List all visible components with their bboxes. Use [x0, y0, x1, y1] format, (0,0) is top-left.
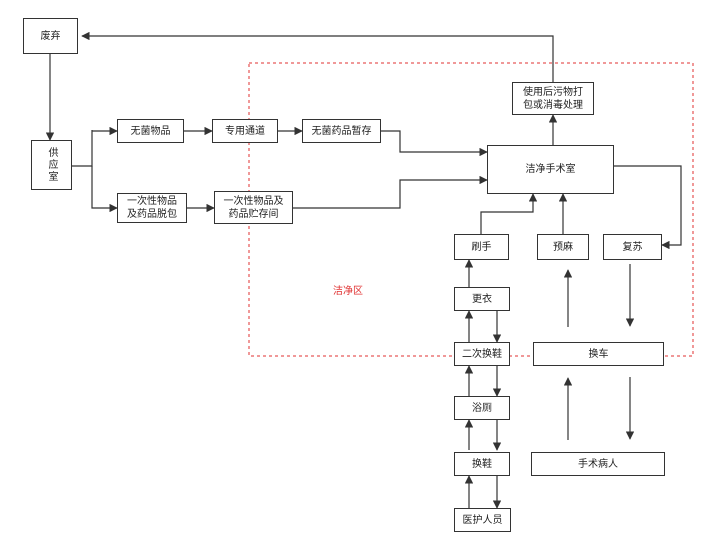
edge-store-to-or	[381, 130, 488, 157]
node-label: 医护人员	[462, 514, 503, 526]
node-used: 使用后污物打包或消毒处理	[512, 82, 594, 115]
edge-disposable-store-to-or	[293, 175, 488, 209]
node-label: 供应室	[46, 147, 57, 183]
node-label: 无菌药品暂存	[311, 125, 372, 137]
node-label: 预麻	[553, 241, 573, 253]
node-label: 洁净手术室	[525, 164, 576, 175]
node-sterile: 无菌物品	[117, 119, 184, 143]
node-supply: 供应室	[31, 140, 72, 190]
node-revive: 复苏	[603, 234, 662, 260]
node-second-shoes: 二次换鞋	[454, 342, 510, 366]
node-anesth: 预麻	[537, 234, 589, 260]
node-shower: 浴厕	[454, 396, 510, 420]
node-label: 复苏	[622, 241, 643, 253]
edge-or-to-revive	[614, 165, 682, 250]
node-channel: 专用通道	[212, 119, 278, 143]
edge-used-to-discard	[81, 31, 554, 82]
node-label: 二次换鞋	[462, 348, 502, 360]
node-label: 废弃	[40, 30, 61, 42]
node-label: 无菌物品	[130, 125, 171, 137]
node-change-shoes: 换鞋	[454, 452, 510, 476]
node-label: 手术病人	[578, 458, 618, 470]
edge-wash-to-or	[480, 193, 538, 234]
node-discard: 废弃	[23, 18, 78, 54]
edge-supply-split	[72, 130, 93, 167]
clean-zone-border	[248, 62, 694, 357]
node-change-clothes: 更衣	[454, 287, 510, 311]
node-label: 换鞋	[472, 458, 492, 470]
node-label: 刷手	[471, 241, 492, 253]
node-label: 使用后污物打包或消毒处理	[523, 86, 583, 111]
node-label: 浴厕	[472, 402, 492, 414]
node-staff: 医护人员	[454, 508, 511, 532]
node-disposable-store: 一次性物品及药品贮存间	[214, 191, 293, 224]
node-label: 专用通道	[225, 125, 265, 137]
node-label: 一次性物品及药品贮存间	[223, 195, 284, 220]
node-disposable: 一次性物品及药品脱包	[117, 193, 187, 223]
node-wash: 刷手	[454, 234, 509, 260]
node-label: 一次性物品及药品脱包	[127, 196, 177, 220]
node-patient: 手术病人	[531, 452, 665, 476]
edge-supply-to-disposable	[91, 166, 118, 213]
node-sterile-store: 无菌药品暂存	[302, 119, 381, 143]
clean-zone-label: 洁净区	[333, 286, 363, 297]
node-or: 洁净手术室	[487, 145, 614, 194]
node-label: 更衣	[472, 293, 492, 305]
node-cart: 换车	[533, 342, 664, 366]
node-label: 换车	[588, 348, 609, 360]
